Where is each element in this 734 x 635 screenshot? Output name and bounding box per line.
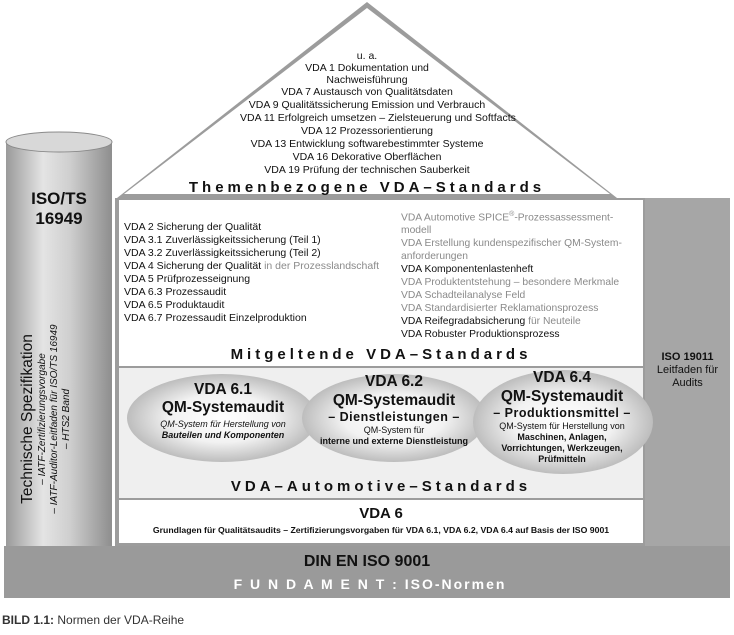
vda61-glow	[127, 374, 317, 462]
roof-line: VDA 12 Prozessorientierung	[301, 125, 433, 137]
figure-caption: BILD 1.1: Normen der VDA-Reihe	[2, 612, 184, 628]
list-item: VDA 3.1 Zuverlässigkeitssicherung (Teil …	[124, 234, 321, 246]
list-item: VDA Robuster Produktionsprozess	[401, 329, 560, 341]
house-structure	[4, 2, 730, 598]
vda64-desc4: Prüfmitteln	[538, 454, 586, 464]
iso19011-block: ISO 19011 Leitfaden für Audits	[645, 351, 730, 390]
mitgeltende-title: Mitgeltende VDA–Standards	[230, 346, 532, 363]
roof-panel	[124, 8, 610, 194]
list-item: VDA Standardisierter Reklamationsprozess	[401, 303, 599, 315]
vda6-title: VDA 6	[359, 505, 403, 522]
list-item: VDA 4 Sicherung der Qualität in der Proz…	[124, 260, 380, 272]
vda61-desc1: QM-System für Herstellung von	[160, 419, 286, 429]
list-item: modell	[401, 225, 432, 237]
list-item: VDA 5 Prüfprozesseignung	[124, 273, 251, 285]
vda64-subtitle: QM-Systemaudit	[500, 388, 624, 405]
list-item: VDA 6.7 Prozessaudit Einzelproduktion	[124, 312, 307, 324]
fundament-label: F U N D A M E N T : ISO-Normen	[233, 576, 507, 592]
iso-ts-line1: ISO/TS	[31, 189, 87, 208]
list-item: VDA 6.3 Prozessaudit	[124, 286, 227, 298]
iso19011-line1: Leitfaden für	[656, 364, 719, 376]
automotive-title: VDA–Automotive–Standards	[230, 478, 532, 495]
vda61-box: VDA 6.1 QM-Systemaudit QM-System für Her…	[130, 381, 316, 441]
cylinder-body	[6, 142, 112, 546]
vda64-box: VDA 6.4 QM-Systemaudit – Produktionsmitt…	[470, 369, 654, 465]
vda6-desc: Grundlagen für Qualitätsaudits – Zertifi…	[152, 525, 610, 535]
mitgeltende-panel	[119, 200, 643, 366]
list-item: VDA 3.2 Zuverlässigkeitssicherung (Teil …	[124, 247, 321, 259]
vda62-desc1: QM-System für	[363, 425, 425, 435]
vda64-desc3: Vorrichtungen, Werkzeugen,	[501, 443, 623, 453]
vda61-title: VDA 6.1	[193, 381, 252, 398]
mitgeltende-right-list: VDA Automotive SPICE®-Prozessassessment-…	[401, 208, 622, 341]
roof-line: VDA 16 Dekorative Oberflächen	[292, 151, 442, 163]
iso-ts-line2: 16949	[35, 209, 83, 228]
vda62-tag: – Dienstleistungen –	[328, 410, 460, 424]
vda62-desc2: interne und externe Dienstleistung	[319, 436, 469, 446]
mitgeltende-left-list: VDA 2 Sicherung der Qualität VDA 3.1 Zuv…	[124, 221, 379, 325]
list-item: VDA Produktentstehung – besondere Merkma…	[401, 277, 620, 289]
list-item: VDA Schadteilanalyse Feld	[401, 290, 526, 302]
cylinder-top	[5, 131, 113, 153]
roof-line: VDA 13 Entwicklung softwarebestimmter Sy…	[250, 138, 484, 150]
vda64-title: VDA 6.4	[532, 369, 591, 386]
roof-line: VDA 19 Prüfung der technischen Sauberkei…	[264, 164, 470, 176]
roof-line: u. a.	[356, 50, 378, 62]
caption-label: BILD 1.1:	[2, 613, 55, 627]
vda64-desc1: QM-System für Herstellung von	[499, 421, 625, 431]
vda62-subtitle: QM-Systemaudit	[332, 392, 456, 409]
iso19011-line2: Audits	[672, 377, 703, 389]
cylinder-vertical-text: Technische Spezifikation – IATF-Zertifiz…	[18, 249, 98, 589]
roof-title: Themenbezogene VDA–Standards	[188, 179, 546, 196]
vda62-box: VDA 6.2 QM-Systemaudit – Dienstleistunge…	[300, 373, 488, 447]
list-item: VDA Reifegradabsicherung für Neuteile	[401, 316, 581, 328]
vda62-title: VDA 6.2	[364, 373, 423, 390]
roof-line: VDA 7 Austausch von Qualitätsdaten	[281, 86, 453, 98]
technische-spezifikation: Technische Spezifikation	[19, 334, 36, 504]
roof-line: VDA 1 Dokumentation und	[305, 62, 429, 74]
roof-line: VDA 11 Erfolgreich umsetzen – Zielsteuer…	[240, 112, 516, 124]
roof-line: VDA 9 Qualitätssicherung Emission und Ve…	[248, 99, 486, 111]
list-item: VDA Automotive SPICE®-Prozessassessment-	[401, 211, 614, 224]
list-item: anforderungen	[401, 251, 468, 263]
vda61-desc2: Bauteilen und Komponenten	[161, 430, 285, 440]
vda61-subtitle: QM-Systemaudit	[161, 399, 285, 416]
vda64-tag: – Produktionsmittel –	[493, 406, 631, 420]
vda-standards-diagram: u. a. VDA 1 Dokumentation und Nachweisfü…	[4, 2, 730, 598]
foundation-block	[4, 546, 730, 598]
right-pillar	[645, 198, 730, 546]
din-en-iso-9001: DIN EN ISO 9001	[303, 553, 431, 570]
vda64-desc2: Maschinen, Anlagen,	[517, 432, 607, 442]
vda64-glow	[473, 370, 653, 474]
list-item: VDA 2 Sicherung der Qualität	[124, 221, 262, 233]
caption-text: Normen der VDA-Reihe	[54, 613, 185, 627]
cylinder-sub1: – IATF-Zertifizierungsvorgabe	[37, 353, 48, 485]
vda6-panel	[119, 500, 643, 543]
roof-line: Nachweisführung	[326, 74, 408, 86]
vda62-glow	[302, 374, 486, 462]
iso19011-title: ISO 19011	[661, 351, 714, 363]
cylinder-sub2: – IATF-Auditor-Leitfaden für ISO/TS 1694…	[49, 324, 60, 514]
list-item: VDA Komponentenlastenheft	[401, 264, 534, 276]
list-item: VDA 6.5 Produktaudit	[124, 299, 225, 311]
iso-ts-title: ISO/TS 16949	[8, 189, 110, 229]
list-item: VDA Erstellung kundenspezifischer QM-Sys…	[401, 238, 622, 250]
cylinder-sub3: – HTS2 Band	[61, 388, 72, 450]
